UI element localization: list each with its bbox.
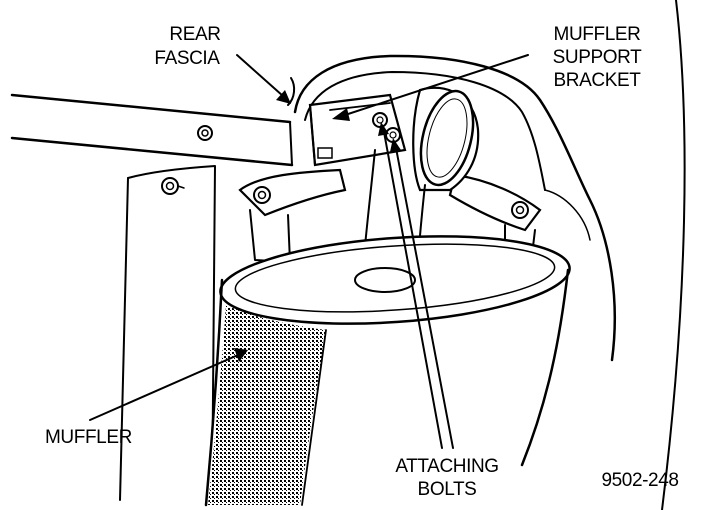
leader-lines <box>89 54 529 449</box>
figure-id: 9502-248 <box>601 470 678 491</box>
label-muffler-support-bracket: MUFFLER <box>554 24 641 45</box>
label-muffler-support-bracket: BRACKET <box>554 70 642 91</box>
exhaust-hanger <box>238 86 542 300</box>
label-muffler-support-bracket: SUPPORT <box>553 47 642 68</box>
rear-fascia <box>293 54 617 362</box>
label-rear-fascia: FASCIA <box>154 48 220 69</box>
label-attaching-bolts: BOLTS <box>418 479 477 500</box>
muffler-body <box>204 235 571 510</box>
label-attaching-bolts: ATTACHING <box>395 456 498 477</box>
body-panel <box>10 0 686 510</box>
label-muffler: MUFFLER <box>45 427 132 448</box>
muffler-support-bracket <box>308 93 407 167</box>
label-rear-fascia: REAR <box>169 24 220 45</box>
